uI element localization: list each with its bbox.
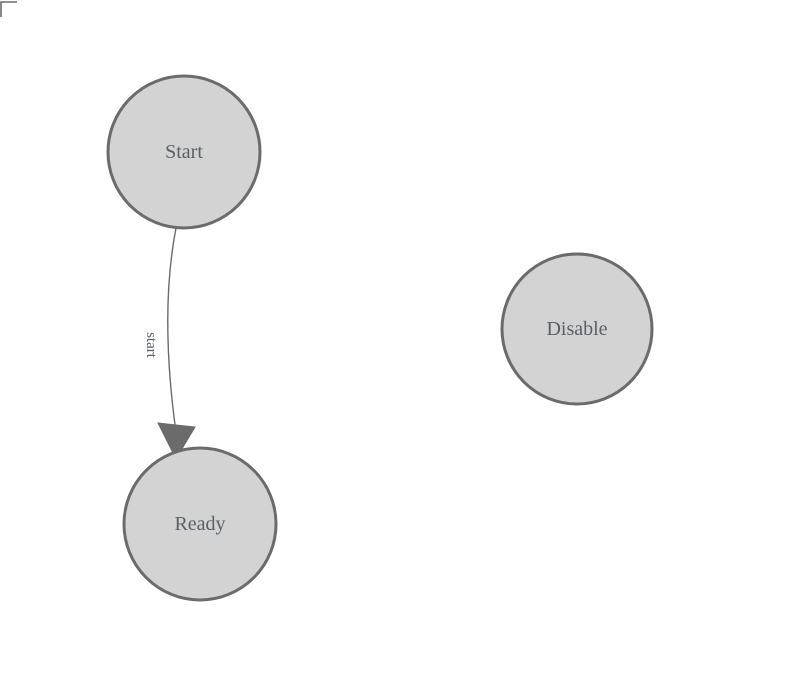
state-node-start-label: Start: [165, 141, 203, 163]
edge-start-to-ready-label: start: [143, 332, 159, 359]
top-left-corner-mark: [0, 1, 17, 17]
state-node-start[interactable]: Start: [106, 74, 262, 230]
state-node-start-circle: [106, 74, 262, 230]
state-node-disable[interactable]: Disable: [500, 252, 654, 406]
edge-start-to-ready[interactable]: start: [143, 227, 196, 461]
edge-start-to-ready-arrowhead: [157, 422, 196, 461]
edge-start-to-ready-line: [167, 227, 177, 433]
state-node-ready[interactable]: Ready: [122, 446, 278, 602]
state-node-ready-circle: [122, 446, 278, 602]
state-node-ready-label: Ready: [174, 513, 225, 535]
state-node-disable-label: Disable: [546, 318, 607, 340]
state-node-disable-circle: [500, 252, 654, 406]
